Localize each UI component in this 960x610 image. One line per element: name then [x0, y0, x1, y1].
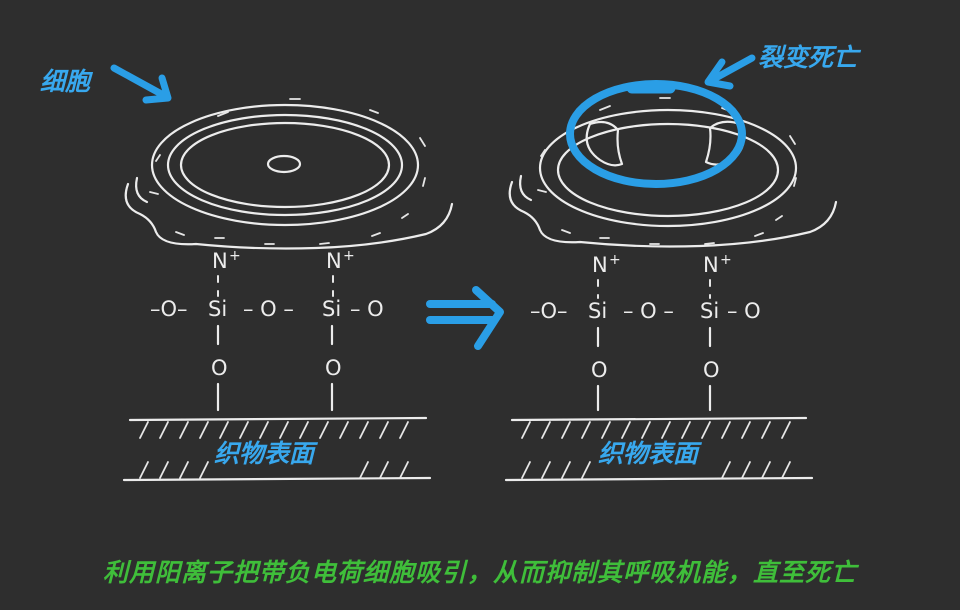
- surface-hatch-top-2: [521, 421, 791, 439]
- cell-nucleus: [266, 154, 302, 174]
- ruptured-outer-ring: [538, 108, 798, 228]
- charge-dashes: [149, 98, 426, 245]
- n-plus-2-charge: +: [343, 248, 355, 264]
- cell-arrow-shaft: [110, 64, 169, 100]
- n-plus-1: N: [212, 249, 228, 273]
- o-mid-2: – O –: [623, 299, 674, 323]
- si-3: Si: [588, 299, 607, 323]
- o-lower-4: O: [703, 358, 720, 382]
- right-panel: N + N + –O– Si – O – Si – O O O 织物表面: [504, 43, 862, 482]
- ruptured-base-wave: [508, 180, 838, 248]
- cell-outer-ring: [150, 103, 420, 227]
- n-plus-4: N: [703, 253, 719, 277]
- fabric-surface-label-left: 织物表面: [214, 439, 319, 468]
- surface-top-line-2: [510, 416, 808, 422]
- o-lower-1: O: [211, 356, 228, 380]
- n-plus-3-charge: +: [609, 252, 621, 268]
- rupture-death-label: 裂变死亡: [758, 43, 862, 72]
- transition-arrow: [426, 286, 504, 350]
- left-panel: N + N + –O– Si – O – Si – O O O 织物表面: [40, 64, 454, 482]
- surface-top-line: [128, 416, 428, 422]
- o-mid: – O –: [243, 297, 294, 321]
- o-right-2: – O: [727, 299, 761, 323]
- rupture-pointer-arrow: [704, 54, 756, 90]
- surface-bottom-line-2: [504, 476, 814, 482]
- o-lower-2: O: [325, 356, 342, 380]
- n-plus-1-charge: +: [229, 248, 241, 264]
- cell-pointer-arrow: [110, 64, 172, 104]
- si-4: Si: [700, 299, 719, 323]
- o-right: – O: [350, 297, 384, 321]
- surface-hatch-bottom: [139, 461, 409, 479]
- left-chemistry: N + N + –O– Si – O – Si – O O O: [150, 248, 384, 412]
- surface-bottom-line: [122, 476, 432, 482]
- intact-cell: [124, 98, 454, 250]
- o-left-2: –O–: [530, 299, 568, 323]
- ruptured-base-tick: [519, 174, 533, 202]
- ruptured-lobe-left: [585, 120, 624, 167]
- ruptured-cell: [508, 97, 838, 248]
- rupture-highlight-ring: [566, 80, 746, 188]
- right-chemistry: N + N + –O– Si – O – Si – O O O: [530, 252, 761, 412]
- cell-base-tick: [135, 176, 149, 204]
- fabric-surface-label-right: 织物表面: [598, 439, 703, 468]
- rupture-arrow-head: [704, 58, 734, 90]
- caption-text: 利用阳离子把带负电荷细胞吸引，从而抑制其呼吸机能，直至死亡: [102, 558, 857, 587]
- o-left: –O–: [150, 297, 188, 321]
- ruptured-inner-ring: [556, 122, 780, 218]
- surface-hatch-top: [139, 421, 409, 439]
- cell-middle-ring: [166, 113, 404, 217]
- rupture-arrow-shaft: [708, 54, 756, 84]
- cell-membrane: [179, 121, 391, 209]
- n-plus-4-charge: +: [720, 252, 732, 268]
- cell-label: 细胞: [40, 67, 94, 96]
- o-lower-3: O: [591, 358, 608, 382]
- si-1: Si: [208, 297, 227, 321]
- cell-arrow-head: [142, 74, 172, 104]
- cell-base-wave: [124, 182, 454, 250]
- left-fabric-surface: 织物表面: [122, 416, 432, 482]
- n-plus-3: N: [592, 253, 608, 277]
- right-fabric-surface: 织物表面: [504, 416, 814, 482]
- transition-arrow-head: [472, 286, 504, 350]
- n-plus-2: N: [326, 249, 342, 273]
- si-2: Si: [322, 297, 341, 321]
- surface-hatch-bottom-2: [521, 461, 791, 479]
